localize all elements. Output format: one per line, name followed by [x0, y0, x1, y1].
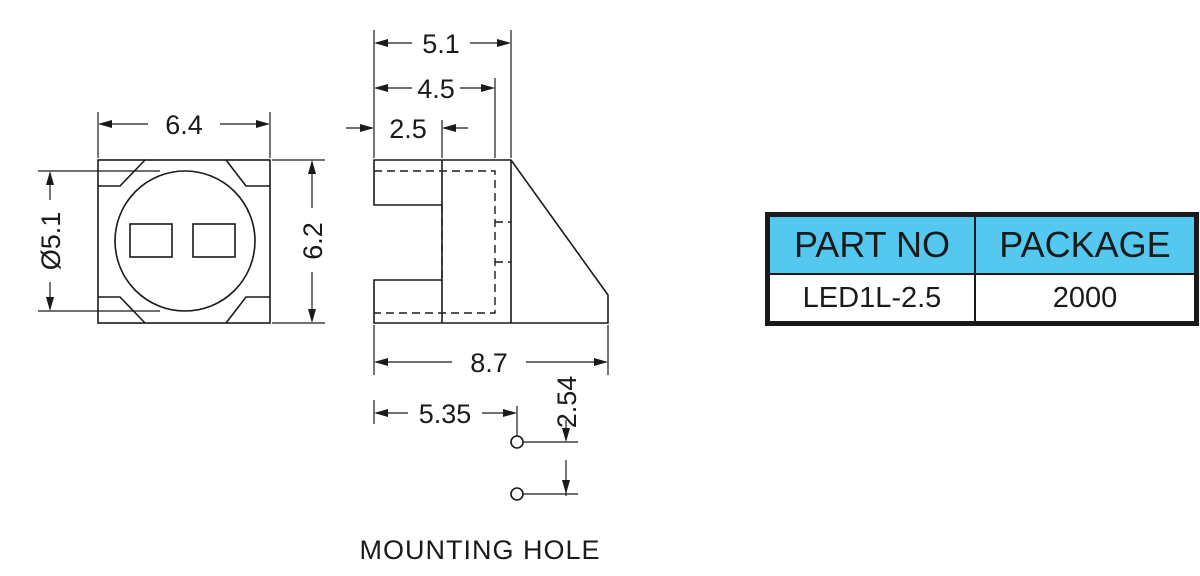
mounting-hole-caption: MOUNTING HOLE	[359, 535, 600, 565]
mounting-hole-2	[510, 487, 524, 501]
table-row: LED1L-2.5 2000	[766, 273, 1198, 325]
emitter-left	[129, 223, 173, 258]
dim-top-diameter: Ø5.1	[36, 212, 66, 271]
header-package: PACKAGE	[974, 213, 1198, 275]
mounting-hole-view: 5.35 2.54 MOUNTING HOLE	[359, 376, 600, 565]
dim-top-width: 6.4	[165, 110, 203, 140]
emitter-right	[192, 223, 236, 258]
top-view-corner-cutouts	[98, 159, 270, 324]
side-view-outline	[373, 159, 609, 324]
lens-circle	[114, 170, 256, 312]
side-view-hidden-lines	[374, 170, 511, 314]
top-view: 6.4 Ø5.1 6.2	[36, 110, 328, 324]
part-table-header-row: PART NO PACKAGE	[766, 213, 1198, 275]
cell-part-no: LED1L-2.5	[766, 273, 976, 325]
top-view-body	[97, 159, 271, 324]
dim-top-height: 6.2	[298, 222, 328, 260]
dim-side-8-7: 8.7	[470, 348, 508, 378]
dim-side-4-5: 4.5	[417, 74, 455, 104]
dim-hole-5-35: 5.35	[419, 399, 472, 429]
part-table: PART NO PACKAGE LED1L-2.5 2000	[765, 212, 1199, 326]
side-view: 5.1 4.5 2.5 8.7	[346, 29, 609, 378]
dim-hole-2-54: 2.54	[552, 376, 582, 429]
dim-side-5-1: 5.1	[422, 29, 460, 59]
header-part-no: PART NO	[766, 213, 976, 275]
dim-side-2-5: 2.5	[389, 114, 427, 144]
cell-package: 2000	[974, 273, 1198, 325]
mounting-hole-1	[510, 435, 524, 449]
